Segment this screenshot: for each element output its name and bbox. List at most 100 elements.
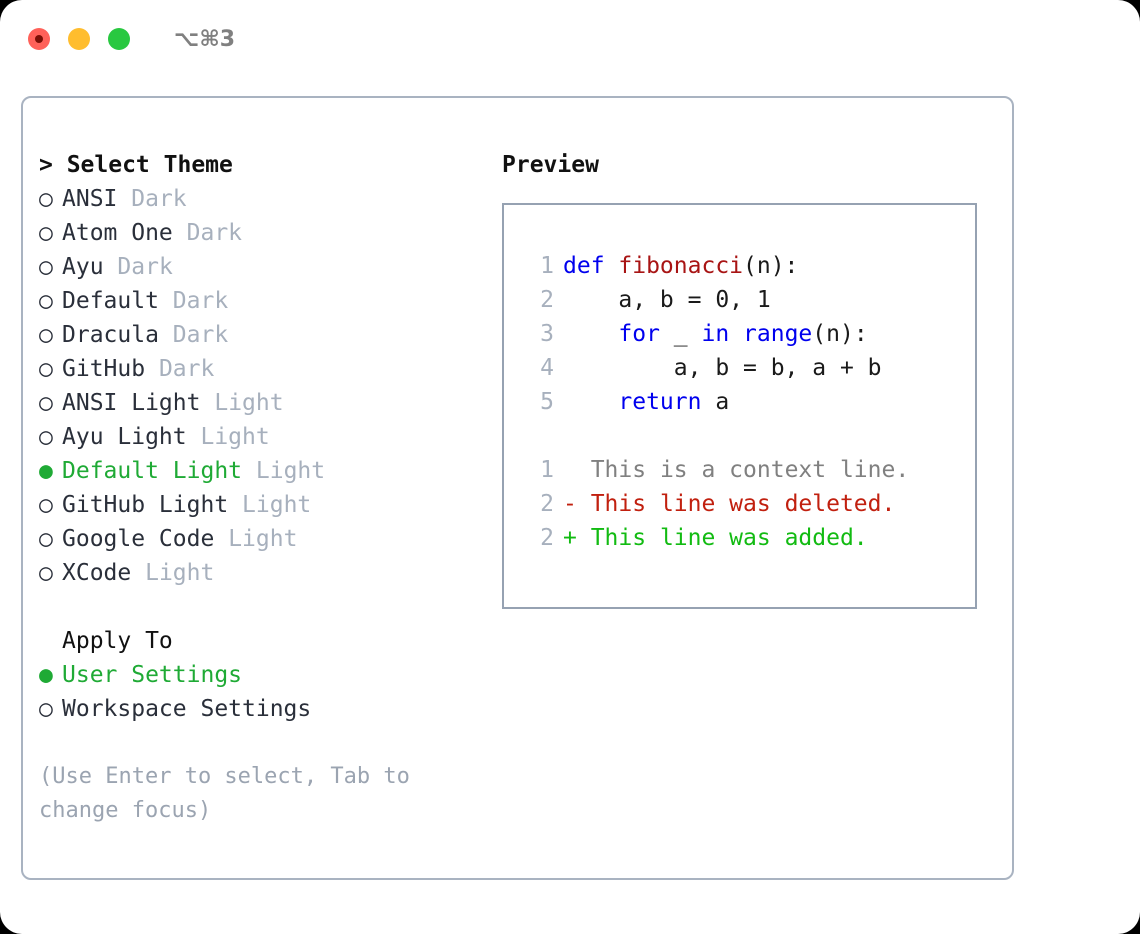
theme-option-github-light[interactable]: ○GitHub Light Light bbox=[39, 488, 499, 522]
theme-option-gap bbox=[242, 454, 256, 488]
theme-option-gap bbox=[173, 216, 187, 250]
theme-option-google-code[interactable]: ○ Google Code Light bbox=[39, 522, 499, 556]
theme-option-name: Ayu Light bbox=[62, 424, 187, 450]
theme-option-name: Google Code bbox=[62, 526, 215, 552]
theme-option-gap bbox=[187, 420, 201, 454]
theme-option-name: Default Light bbox=[62, 458, 243, 484]
code-line-content: def fibonacci(n): bbox=[563, 249, 798, 283]
theme-option-ayu-light[interactable]: ○Ayu Light Light bbox=[39, 420, 499, 454]
theme-option-name: Default bbox=[62, 288, 159, 314]
code-token bbox=[563, 321, 618, 347]
code-line: 4 a, b = b, a + b bbox=[520, 351, 975, 385]
theme-option-github[interactable]: ○GitHub Dark bbox=[39, 352, 499, 386]
code-line-number: 5 bbox=[540, 389, 554, 415]
close-button-icon[interactable] bbox=[28, 28, 50, 50]
maximize-button-icon[interactable] bbox=[108, 28, 130, 50]
radio-unselected-icon: ○ bbox=[39, 288, 53, 314]
theme-option-default[interactable]: ○ Default Dark bbox=[39, 284, 499, 318]
diff-line-content: This line was added. bbox=[576, 525, 868, 551]
theme-option-default-light[interactable]: ● Default Light Light bbox=[39, 454, 499, 488]
code-line-number: 3 bbox=[540, 321, 554, 347]
radio-unselected-icon: ○ bbox=[39, 696, 53, 722]
theme-option-gap bbox=[117, 182, 131, 216]
theme-option-category: Light bbox=[228, 526, 298, 552]
code-token: for bbox=[618, 321, 660, 347]
radio-unselected-icon: ○ bbox=[39, 356, 53, 382]
code-token: return bbox=[618, 389, 702, 415]
diff-preview: 1 This is a context line. 2- This line wa… bbox=[520, 453, 975, 555]
theme-option-gap bbox=[200, 386, 214, 420]
diff-line-content: This line was deleted. bbox=[576, 491, 896, 517]
diff-line-number: 2 bbox=[540, 491, 554, 517]
section-spacer bbox=[39, 590, 499, 624]
theme-option-category: Light bbox=[145, 560, 215, 586]
theme-option-gap bbox=[228, 488, 242, 522]
code-line: 2 a, b = 0, 1 bbox=[520, 283, 975, 317]
code-token: a, b = b, a + b bbox=[563, 355, 882, 381]
code-token: _ bbox=[659, 321, 702, 347]
theme-option-dracula[interactable]: ○ Dracula Dark bbox=[39, 318, 499, 352]
theme-option-category: Dark bbox=[158, 356, 215, 382]
code-line-content: for _ in range(n): bbox=[563, 317, 867, 351]
radio-selected-icon: ● bbox=[39, 458, 53, 484]
diff-line: 1 This is a context line. bbox=[520, 453, 975, 487]
code-token: in bbox=[701, 321, 730, 347]
code-line-number: 1 bbox=[540, 253, 554, 279]
diff-line-number: 1 bbox=[540, 457, 554, 483]
theme-option-name: Dracula bbox=[62, 322, 159, 348]
code-line: 1 def fibonacci(n): bbox=[520, 249, 975, 283]
theme-option-category: Dark bbox=[186, 220, 243, 246]
apply-to-option-label: Workspace Settings bbox=[62, 696, 312, 722]
radio-unselected-icon: ○ bbox=[39, 526, 53, 552]
theme-option-category: Light bbox=[255, 458, 326, 484]
radio-unselected-icon: ○ bbox=[39, 322, 53, 348]
code-line-content: a, b = b, a + b bbox=[563, 351, 882, 385]
theme-option-name: ANSI bbox=[62, 186, 118, 212]
close-dot-icon bbox=[35, 35, 43, 43]
code-token: (n): bbox=[743, 253, 799, 279]
minimize-button-icon[interactable] bbox=[68, 28, 90, 50]
code-line: 3 for _ in range(n): bbox=[520, 317, 975, 351]
theme-option-gap bbox=[159, 284, 173, 318]
theme-option-ansi[interactable]: ○ANSI Dark bbox=[39, 182, 499, 216]
theme-option-name: ANSI Light bbox=[62, 390, 201, 416]
theme-option-category: Light bbox=[214, 390, 284, 416]
theme-option-xcode[interactable]: ○XCode Light bbox=[39, 556, 499, 590]
theme-option-gap bbox=[159, 318, 173, 352]
theme-option-atom-one[interactable]: ○Atom One Dark bbox=[39, 216, 499, 250]
apply-to-option-user-settings[interactable]: ● User Settings bbox=[39, 658, 499, 692]
apply-to-option-label: User Settings bbox=[62, 662, 243, 688]
radio-unselected-icon: ○ bbox=[39, 390, 53, 416]
keyboard-shortcut-label: ⌥⌘3 bbox=[174, 26, 236, 52]
diff-line-number: 2 bbox=[540, 525, 554, 551]
code-token bbox=[729, 321, 743, 347]
radio-unselected-icon: ○ bbox=[39, 560, 53, 586]
theme-option-category: Dark bbox=[172, 322, 229, 348]
theme-option-category: Dark bbox=[172, 288, 229, 314]
diff-marker: + bbox=[563, 525, 577, 551]
theme-selection-panel: > Select Theme ○ANSI Dark○Atom One Dark○… bbox=[39, 148, 499, 828]
theme-option-ansi-light[interactable]: ○ ANSI Light Light bbox=[39, 386, 499, 420]
code-token: a bbox=[701, 389, 730, 415]
code-line-content: return a bbox=[563, 385, 729, 419]
window-controls bbox=[28, 28, 130, 50]
diff-marker: - bbox=[563, 491, 577, 517]
keyboard-hint-text: (Use Enter to select, Tab to change focu… bbox=[39, 764, 410, 823]
theme-option-gap bbox=[104, 250, 118, 284]
code-token: def bbox=[563, 253, 619, 279]
title-bar: ⌥⌘3 bbox=[0, 0, 1140, 78]
theme-list: ○ANSI Dark○Atom One Dark○Ayu Dark○Defaul… bbox=[39, 182, 499, 590]
theme-option-name: Atom One bbox=[62, 220, 173, 246]
code-line: 5 return a bbox=[520, 385, 975, 419]
theme-option-gap bbox=[214, 522, 228, 556]
diff-line: 2 + This line was added. bbox=[520, 521, 975, 555]
code-token: fibonacci bbox=[618, 253, 744, 279]
theme-option-ayu[interactable]: ○Ayu Dark bbox=[39, 250, 499, 284]
radio-selected-icon: ● bbox=[39, 662, 53, 688]
apply-to-option-workspace-settings[interactable]: ○ Workspace Settings bbox=[39, 692, 499, 726]
radio-unselected-icon: ○ bbox=[39, 254, 53, 280]
code-token bbox=[563, 389, 618, 415]
